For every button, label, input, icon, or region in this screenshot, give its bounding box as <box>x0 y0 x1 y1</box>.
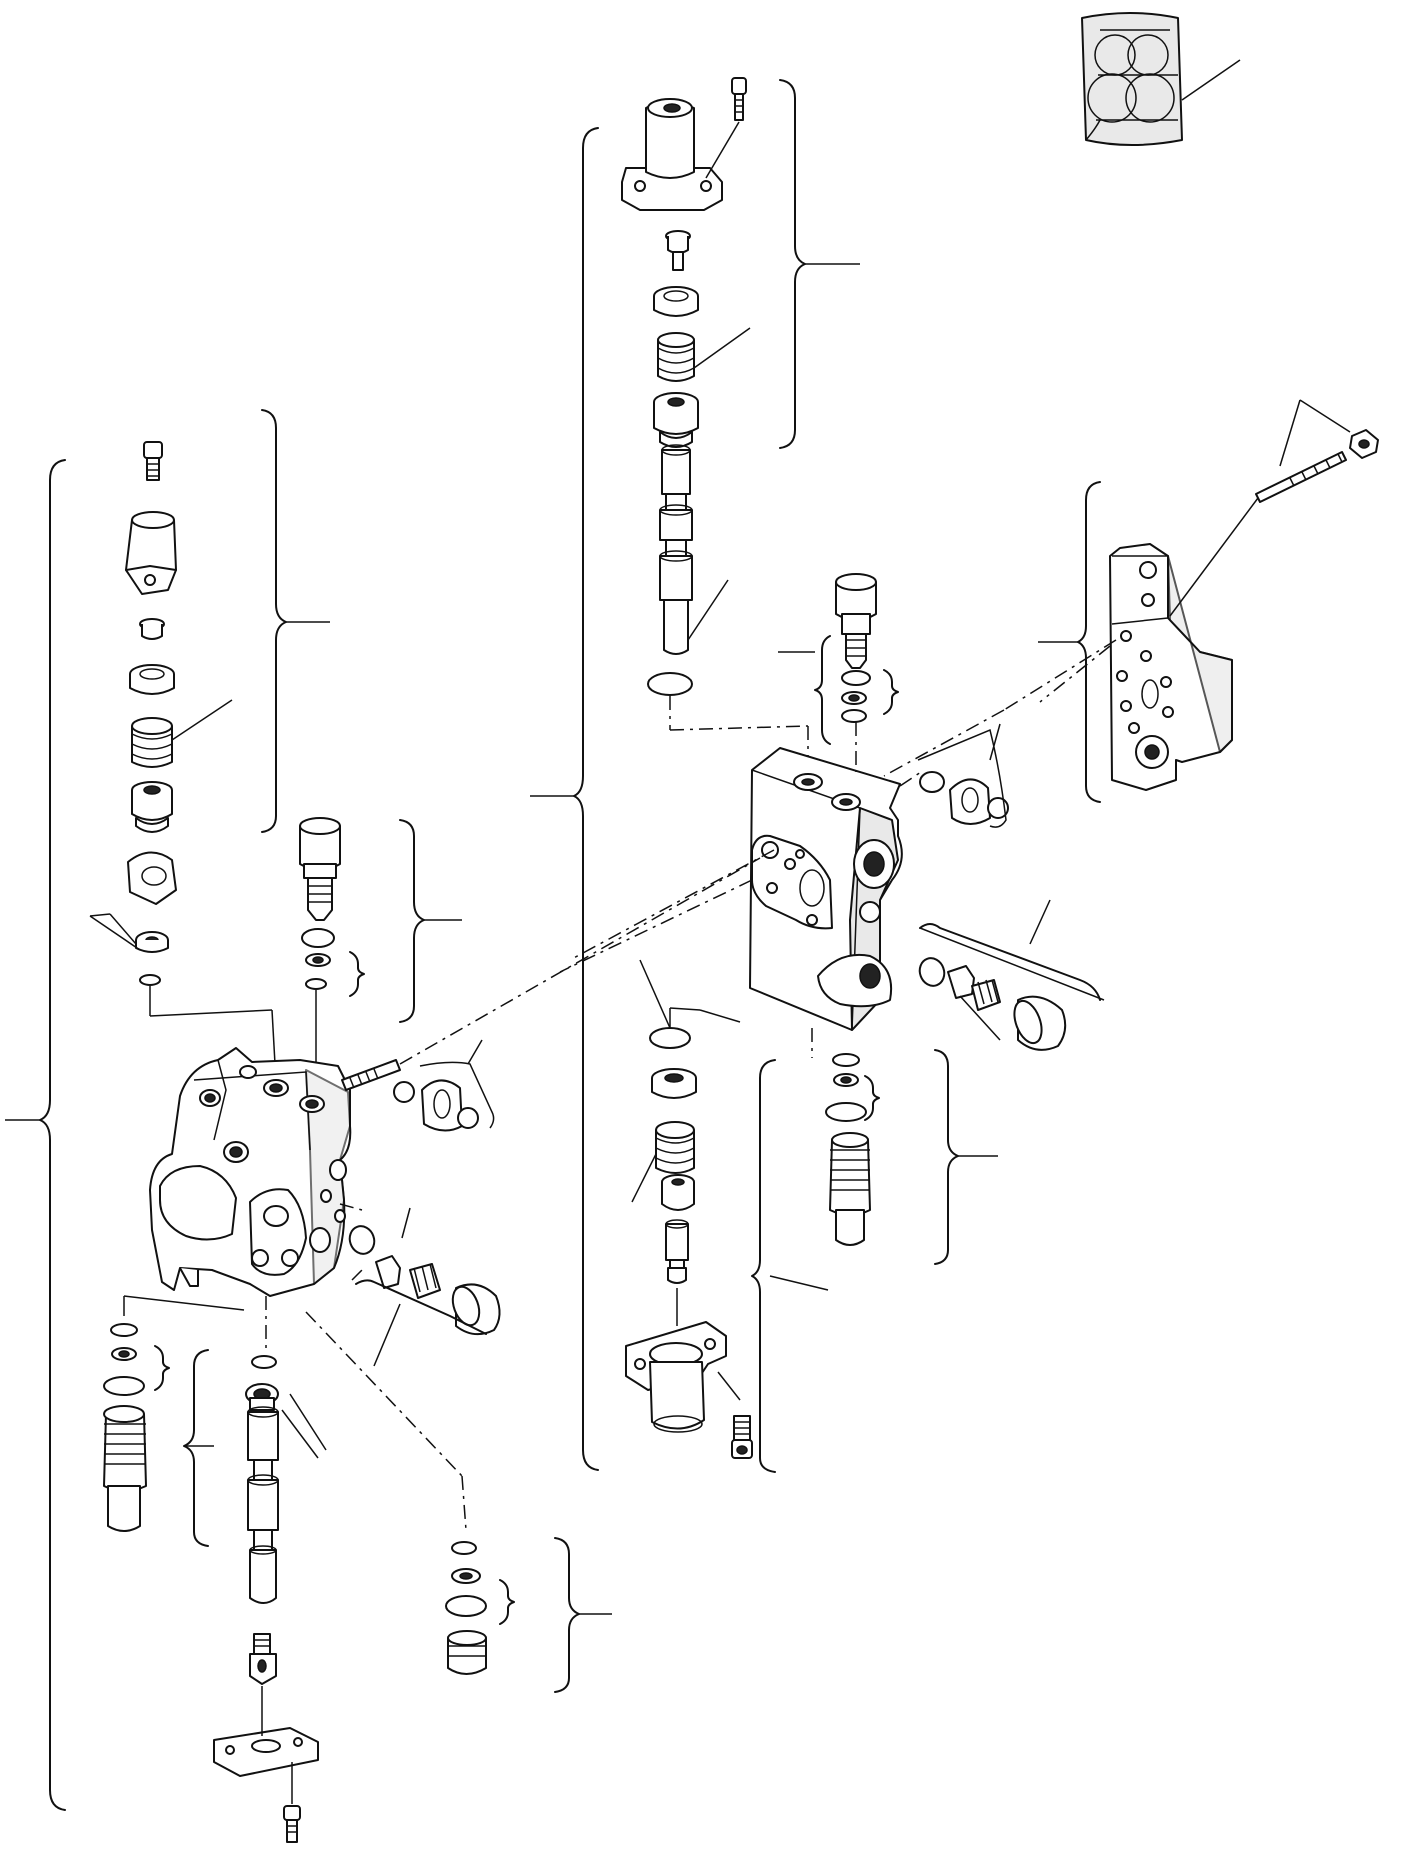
bracket-main-center <box>530 127 599 1471</box>
left-valve-body <box>149 1047 363 1297</box>
brace-right-small-a <box>883 669 899 715</box>
right-valve-lower-parts <box>811 1028 871 1246</box>
left-relief-valve <box>299 817 341 1070</box>
brace-bottom-small <box>499 1579 515 1625</box>
bracket-main-left <box>5 459 66 1811</box>
brace-left-small-a <box>349 951 365 997</box>
right-gasket <box>899 723 1009 828</box>
brace-right-small-b <box>864 1075 880 1121</box>
left-plug-kit <box>348 1207 501 1367</box>
bracket-right-plate <box>1038 481 1101 803</box>
bracket-bottom-plug <box>554 1537 612 1693</box>
right-plug-kit <box>918 899 1105 1051</box>
left-upper-kit <box>89 441 277 1083</box>
bracket-right-lower-valve <box>934 1049 998 1265</box>
center-lower-kit <box>625 959 753 1459</box>
bracket-left-upper-kit <box>261 409 330 833</box>
bracket-top-upper-kit <box>779 79 860 449</box>
left-stud <box>341 857 761 1091</box>
bottom-plug <box>305 1311 487 1675</box>
left-side-valve <box>103 1295 245 1532</box>
bracket-left-lower-valve <box>183 1349 214 1547</box>
left-lower-stack <box>213 1296 327 1843</box>
bracket-left-valve <box>399 819 462 1023</box>
binding-icon <box>1081 12 1241 146</box>
brace-right-valve-a <box>814 635 831 745</box>
right-valve-body <box>559 747 903 1031</box>
bracket-center-lower-kit <box>751 1059 829 1473</box>
right-valve-upper-parts <box>835 573 877 772</box>
right-plate <box>883 399 1379 791</box>
top-spool-kit <box>621 77 809 762</box>
left-gasket <box>393 1039 495 1132</box>
brace-left-small-b <box>154 1345 170 1391</box>
